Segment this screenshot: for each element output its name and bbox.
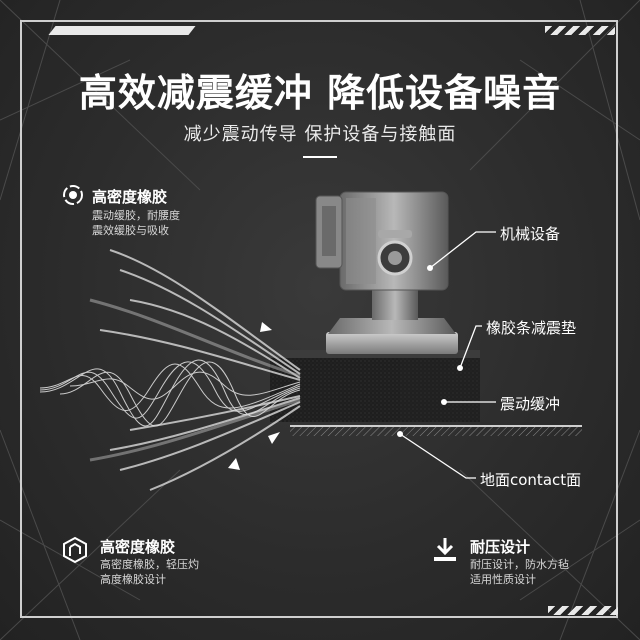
- feature-desc: 耐压设计，防水方毡 适用性质设计: [470, 557, 569, 587]
- feature-title: 耐压设计: [470, 538, 531, 556]
- hexagon-outline-icon: [63, 536, 87, 564]
- feature-desc-line: 高度橡胶设计: [100, 573, 166, 586]
- feature-desc: 高密度橡胶，轻压灼 高度橡胶设计: [100, 557, 199, 587]
- feature-desc-line: 适用性质设计: [470, 573, 536, 586]
- rubber-pad: [270, 350, 480, 422]
- feature-desc: 震动缓胶，耐腰度 震效缓胶与吸收: [92, 208, 180, 238]
- page-subtitle: 减少震动传导 保护设备与接触面: [183, 124, 457, 145]
- target-circle-icon: [63, 185, 83, 205]
- feature-title: 高密度橡胶: [92, 188, 168, 206]
- title-divider: [303, 156, 337, 158]
- callout-leaders: [399, 231, 496, 479]
- feature-desc-line: 震动缓胶，耐腰度: [92, 209, 180, 222]
- callout-rubber-strip: 橡胶条减震垫: [486, 319, 577, 337]
- download-arrow-icon: [434, 538, 456, 561]
- border-frame: [20, 20, 618, 618]
- feature-desc-line: 高密度橡胶，轻压灼: [100, 558, 199, 571]
- ground-surface: [290, 425, 582, 436]
- feature-desc-line: 震效缓胶与吸收: [92, 224, 169, 237]
- airflow-streams: [89, 249, 301, 491]
- callout-ground: 地面contact面: [480, 471, 582, 489]
- machine-body: [315, 191, 458, 354]
- feature-title: 高密度橡胶: [100, 538, 176, 556]
- callout-dots: [397, 265, 463, 437]
- vibration-waves: [39, 359, 301, 427]
- flow-arrows: [228, 322, 280, 470]
- page-title: 高效减震缓冲 降低设备噪音: [78, 71, 562, 115]
- hatch-stripe: [548, 606, 618, 615]
- callout-machine: 机械设备: [500, 225, 561, 243]
- feature-desc-line: 耐压设计，防水方毡: [470, 558, 569, 571]
- hatch-stripe: [545, 26, 615, 35]
- callout-vibration: 震动缓冲: [500, 395, 561, 413]
